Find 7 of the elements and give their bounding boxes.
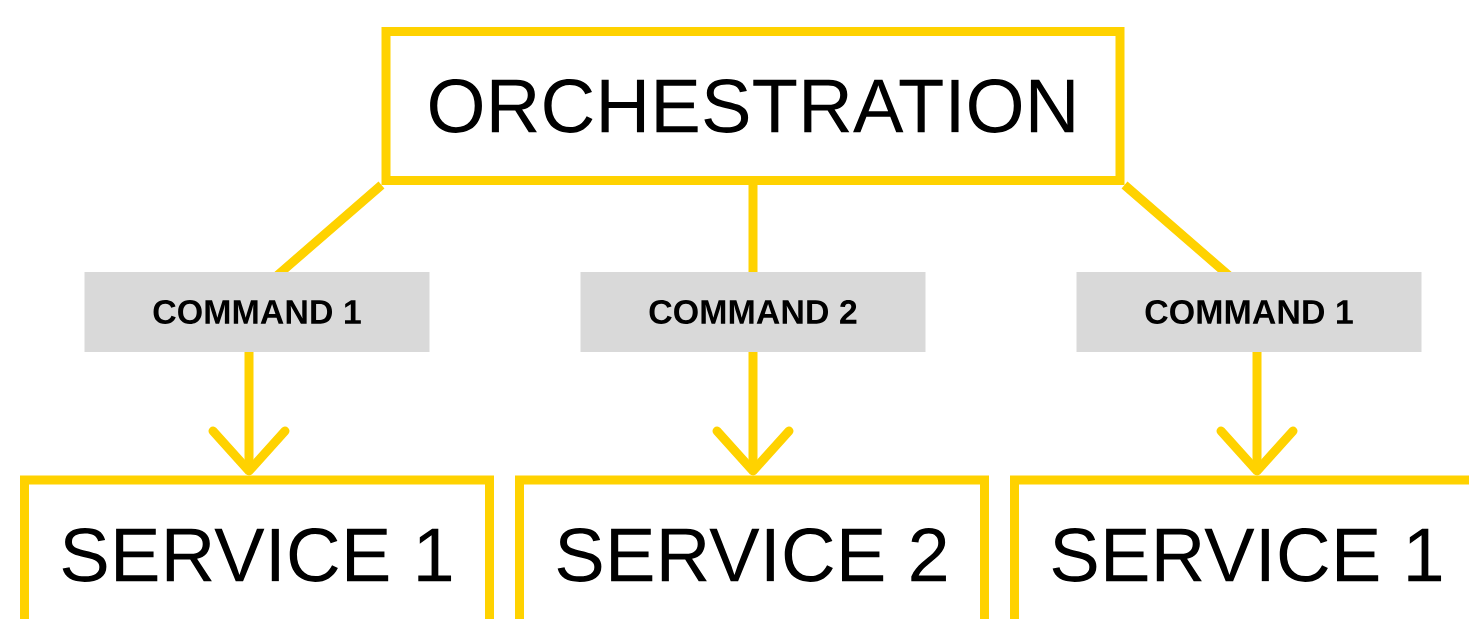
orchestration-box: ORCHESTRATION: [381, 27, 1125, 185]
service-box: SERVICE 2: [515, 475, 989, 619]
edge-label: COMMAND 1: [1076, 272, 1422, 352]
service-box: SERVICE 1: [1010, 475, 1469, 619]
edge-label: COMMAND 2: [580, 272, 926, 352]
service-box: SERVICE 1: [20, 475, 494, 619]
edge-label: COMMAND 1: [84, 272, 430, 352]
